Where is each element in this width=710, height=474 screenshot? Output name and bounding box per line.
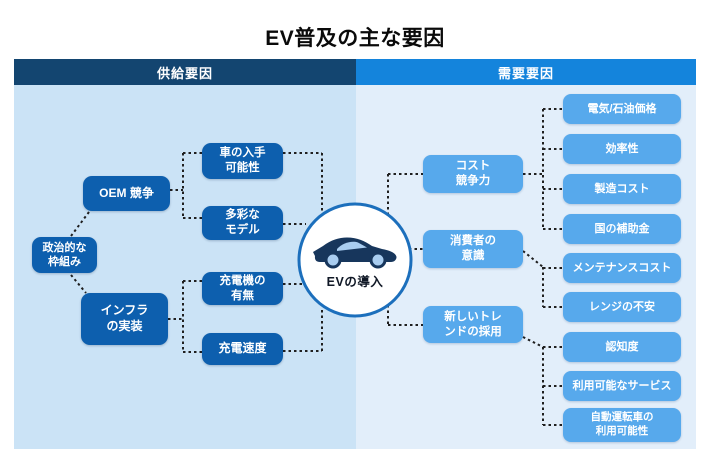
node-oem-competition: OEM 競争 — [83, 176, 170, 211]
node-autonomous-availability: 自動運転車の 利用可能性 — [563, 408, 681, 442]
node-infrastructure: インフラ の実装 — [81, 293, 168, 345]
ev-adoption-label: EVの導入 — [326, 275, 384, 289]
header-supply-factors: 供給要因 — [14, 59, 356, 85]
node-political-framework: 政治的な 枠組み — [32, 237, 97, 273]
node-manufacturing-cost: 製造コスト — [563, 174, 681, 204]
node-available-services: 利用可能なサービス — [563, 371, 681, 401]
node-car-availability: 車の入手 可能性 — [202, 143, 283, 179]
node-range-anxiety: レンジの不安 — [563, 292, 681, 322]
node-new-trend-adoption: 新しいトレ ンドの採用 — [423, 306, 523, 343]
node-electricity-oil-price: 電気/石油価格 — [563, 94, 681, 124]
node-diverse-models: 多彩な モデル — [202, 206, 283, 240]
node-cost-competitiveness: コスト 競争力 — [423, 155, 523, 193]
node-efficiency: 効率性 — [563, 134, 681, 164]
page-title: EV普及の主な要因 — [265, 27, 445, 50]
node-maintenance-cost: メンテナンスコスト — [563, 253, 681, 283]
header-demand-factors: 需要要因 — [356, 59, 696, 85]
node-consumer-awareness: 消費者の 意識 — [423, 230, 523, 268]
node-charging-speed: 充電速度 — [202, 333, 283, 365]
node-awareness: 認知度 — [563, 332, 681, 362]
node-charger-availability: 充電機の 有無 — [202, 272, 283, 305]
node-national-subsidy: 国の補助金 — [563, 214, 681, 244]
